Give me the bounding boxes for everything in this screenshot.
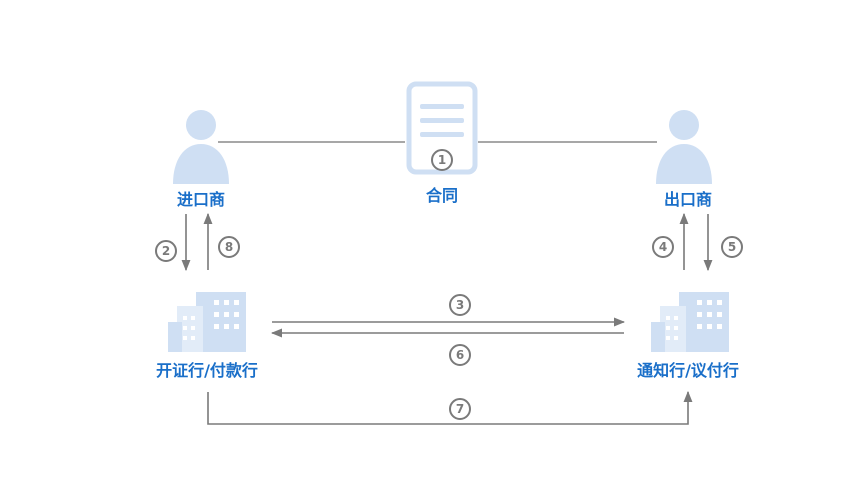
issuing-bank-building-icon <box>168 292 246 352</box>
step-2-badge: 2 <box>155 240 177 262</box>
advising-bank-label: 通知行/议付行 <box>637 361 739 380</box>
step-4-badge: 4 <box>652 236 674 258</box>
step-8-badge: 8 <box>218 236 240 258</box>
step-6-badge: 6 <box>449 344 471 366</box>
step-1-badge: 1 <box>431 149 453 171</box>
step-3-badge: 3 <box>449 294 471 316</box>
step-5-badge: 5 <box>721 236 743 258</box>
issuing-bank-label: 开证行/付款行 <box>156 361 258 380</box>
step-7-badge: 7 <box>449 398 471 420</box>
contract-label: 合同 <box>425 186 459 205</box>
advising-bank-building-icon <box>651 292 729 352</box>
exporter-label: 出口商 <box>663 190 713 209</box>
exporter-person-icon <box>656 110 712 184</box>
importer-label: 进口商 <box>176 190 226 209</box>
arrow-step-7 <box>207 390 693 425</box>
document-icon <box>406 81 478 175</box>
importer-person-icon <box>173 110 229 184</box>
